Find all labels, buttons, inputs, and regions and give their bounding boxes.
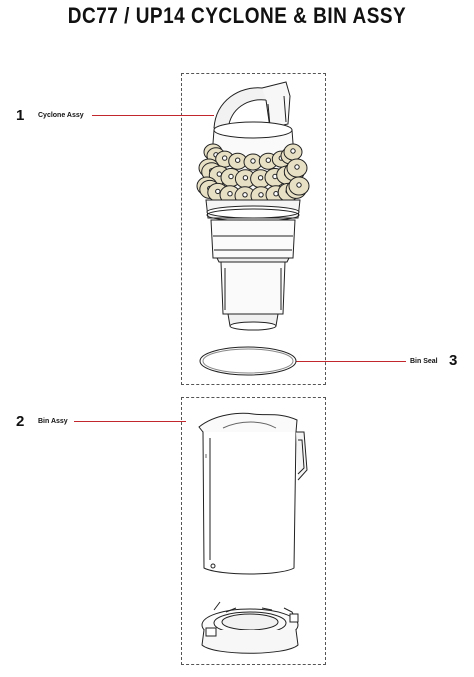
cyclone-petal-hole <box>242 175 249 181</box>
cyclone-petal-hole <box>273 191 279 197</box>
cyclone-petal-hole <box>242 192 248 198</box>
cyclone-petal-hole <box>290 148 296 154</box>
part-label-bin-assy: Bin Assy <box>38 418 68 425</box>
part-number-1: 1 <box>16 107 25 124</box>
cyclone-petal-hole <box>265 157 271 163</box>
cyclone-petal-hole <box>228 173 234 180</box>
leader-line-1 <box>92 115 214 116</box>
cyclone-collar <box>205 199 301 222</box>
cyclone-petals <box>196 143 310 206</box>
leader-line-3 <box>296 361 406 362</box>
part-number-3: 3 <box>449 352 458 369</box>
cyclone-petal-hole <box>258 192 264 198</box>
cyclone-petal-hole <box>215 188 221 195</box>
cyclone-lower-cylinder <box>220 261 286 331</box>
cyclone-shroud <box>210 219 296 263</box>
page-title: DC77 / UP14 CYCLONE & BIN ASSY <box>67 4 407 29</box>
cyclone-petal-hole <box>296 182 302 188</box>
part-label-bin-seal: Bin Seal <box>410 358 438 365</box>
bin-group-frame <box>181 397 326 665</box>
cyclone-petal-hole <box>235 157 241 163</box>
leader-line-2 <box>74 421 186 422</box>
cyclone-petal-hole <box>227 191 233 197</box>
bin-base-mechanism <box>201 601 299 654</box>
cyclone-petal-hole <box>257 175 264 181</box>
bin-seal-ring-inner <box>202 348 294 374</box>
bin-body <box>198 412 308 575</box>
cyclone-petal-hole <box>222 155 228 161</box>
part-label-cyclone-assy: Cyclone Assy <box>38 112 84 119</box>
cyclone-group-frame <box>181 73 326 385</box>
part-number-2: 2 <box>16 413 25 430</box>
cyclone-petal-hole <box>294 164 300 170</box>
bin-seal-ring <box>199 346 297 376</box>
cyclone-petal-hole <box>250 158 256 164</box>
